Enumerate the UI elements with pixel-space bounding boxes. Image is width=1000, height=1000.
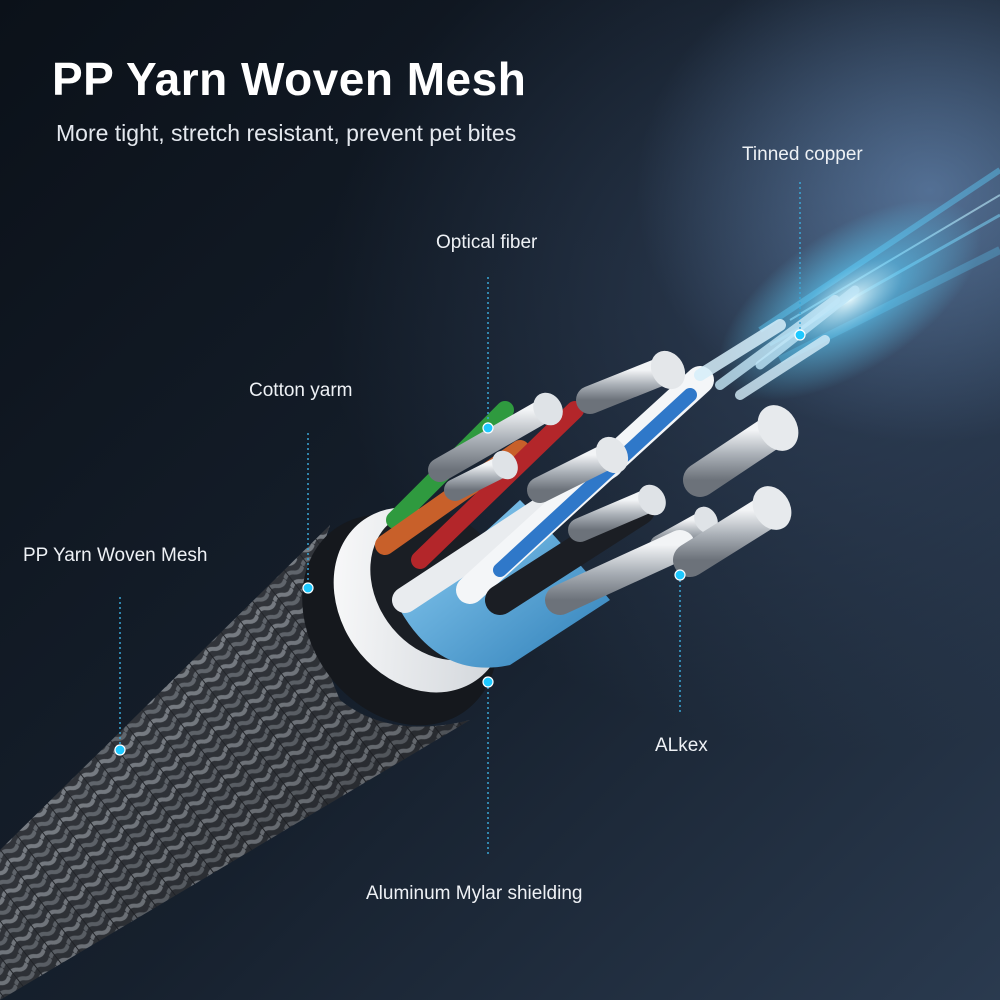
label-tinned-copper: Tinned copper [742, 144, 863, 165]
optical-fiber-tubes [694, 285, 860, 400]
label-pp-mesh: PP Yarn Woven Mesh [23, 545, 208, 566]
page-title: PP Yarn Woven Mesh [52, 53, 527, 105]
tinned-copper-strands [428, 350, 799, 615]
label-cotton-yarn: Cotton yarm [249, 380, 353, 401]
callout-lines [119, 182, 801, 857]
page-subtitle: More tight, stretch resistant, prevent p… [56, 120, 517, 146]
label-mylar: Aluminum Mylar shielding [366, 883, 583, 904]
label-alkex: ALkex [655, 735, 708, 756]
callout-dots [114, 329, 806, 756]
label-optical-fiber: Optical fiber [436, 232, 538, 253]
